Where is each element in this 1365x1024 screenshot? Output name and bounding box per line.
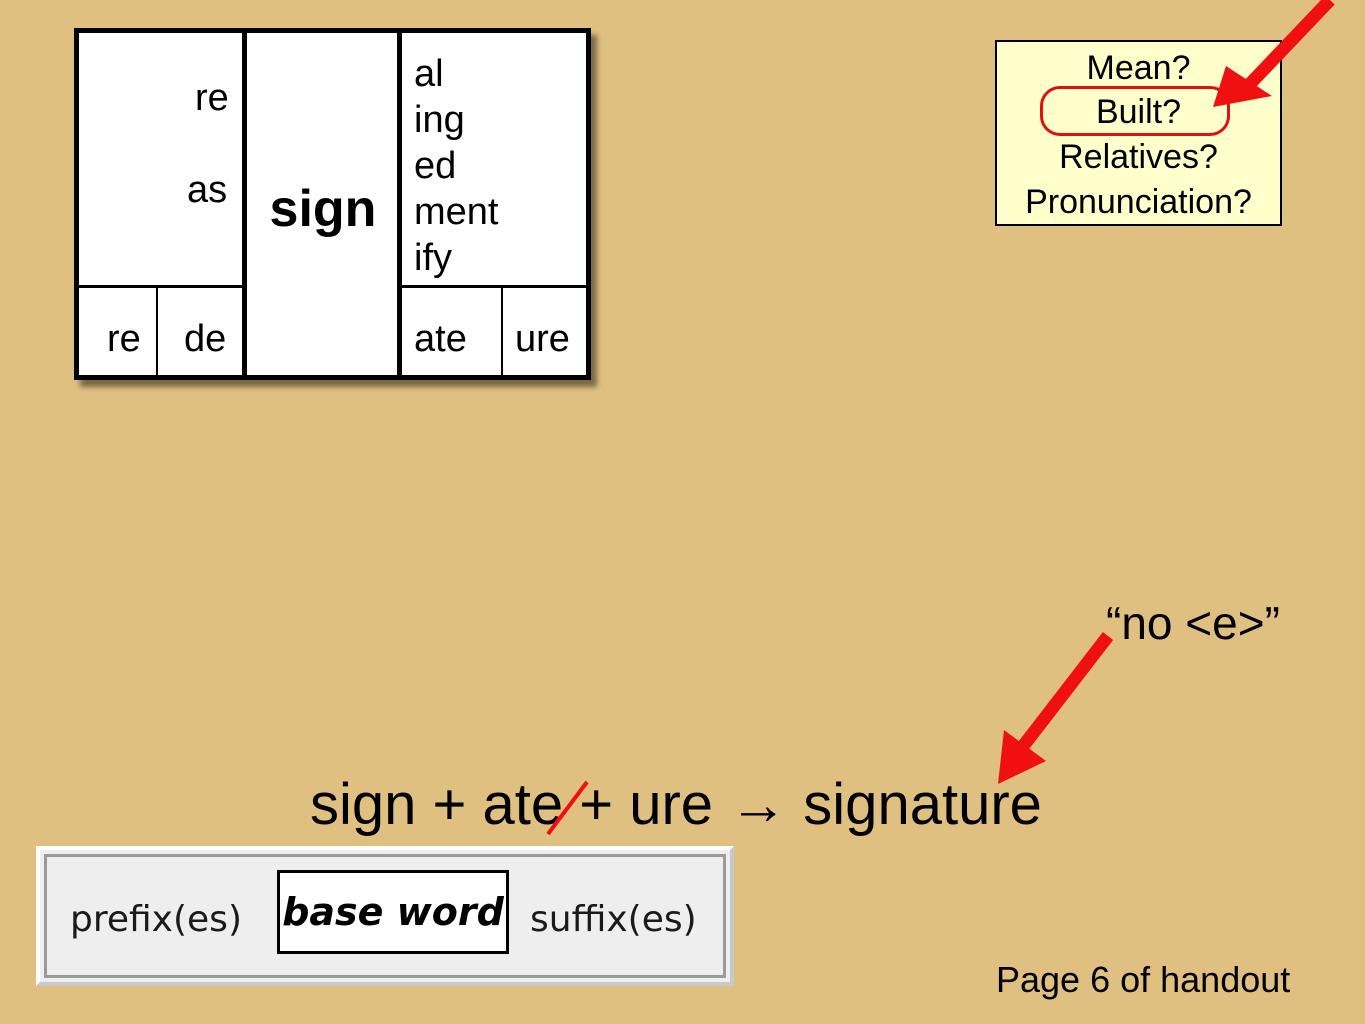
question-box: Mean? Built? Relatives? Pronunciation? bbox=[995, 40, 1282, 226]
legend-frame bbox=[44, 854, 726, 978]
prefix-re: re bbox=[195, 77, 229, 119]
suffix-al: al bbox=[414, 53, 444, 95]
question-mean: Mean? bbox=[1086, 49, 1191, 87]
struck-suffix: ate bbox=[482, 772, 564, 837]
legend-suffix: suffix(es) bbox=[530, 899, 697, 940]
base-element: sign bbox=[269, 180, 377, 238]
suffix-ure: ure bbox=[515, 318, 570, 360]
matrix-divider bbox=[79, 285, 242, 288]
strike-line-icon bbox=[546, 780, 589, 836]
suffix-ment: ment bbox=[414, 191, 499, 233]
suffix-list: al ing ed ment ify bbox=[414, 51, 498, 281]
legend-base: base word bbox=[282, 890, 504, 934]
matrix-divider bbox=[397, 33, 402, 375]
word-sum-equation: sign + ate + ure → signature bbox=[310, 776, 1042, 834]
equation-part2: + ure → signature bbox=[563, 772, 1042, 837]
prefix-as: as bbox=[187, 169, 228, 211]
suffix-ate: ate bbox=[414, 318, 467, 360]
page-note: Page 6 of handout bbox=[996, 959, 1291, 1000]
matrix-divider bbox=[501, 288, 503, 375]
matrix-divider bbox=[156, 288, 158, 375]
question-built: Built? bbox=[1095, 93, 1182, 131]
suffix-ed: ed bbox=[414, 145, 457, 187]
legend-prefix: prefix(es) bbox=[70, 899, 242, 940]
suffix-ing: ing bbox=[414, 99, 465, 141]
question-pronunciation: Pronunciation? bbox=[1025, 183, 1252, 221]
legend-base-box: base word bbox=[277, 870, 509, 954]
highlight-ring bbox=[1040, 86, 1230, 136]
prefix-de-bottom: de bbox=[184, 318, 227, 360]
suffix-ify: ify bbox=[414, 237, 452, 279]
arrow-to-signature-icon bbox=[998, 632, 1114, 784]
matrix-divider bbox=[402, 285, 586, 288]
prefix-re-bottom: re bbox=[107, 318, 141, 360]
question-relatives: Relatives? bbox=[1059, 138, 1218, 176]
word-matrix: re as re de sign al ing ed ment ify ate … bbox=[74, 28, 591, 380]
arrow-to-built-icon bbox=[1213, 0, 1335, 107]
no-e-note: “no <e>” bbox=[1106, 597, 1280, 649]
structure-legend: prefix(es) base word suffix(es) bbox=[36, 846, 734, 986]
matrix-divider bbox=[242, 33, 247, 375]
equation-part1: sign + bbox=[310, 772, 483, 837]
